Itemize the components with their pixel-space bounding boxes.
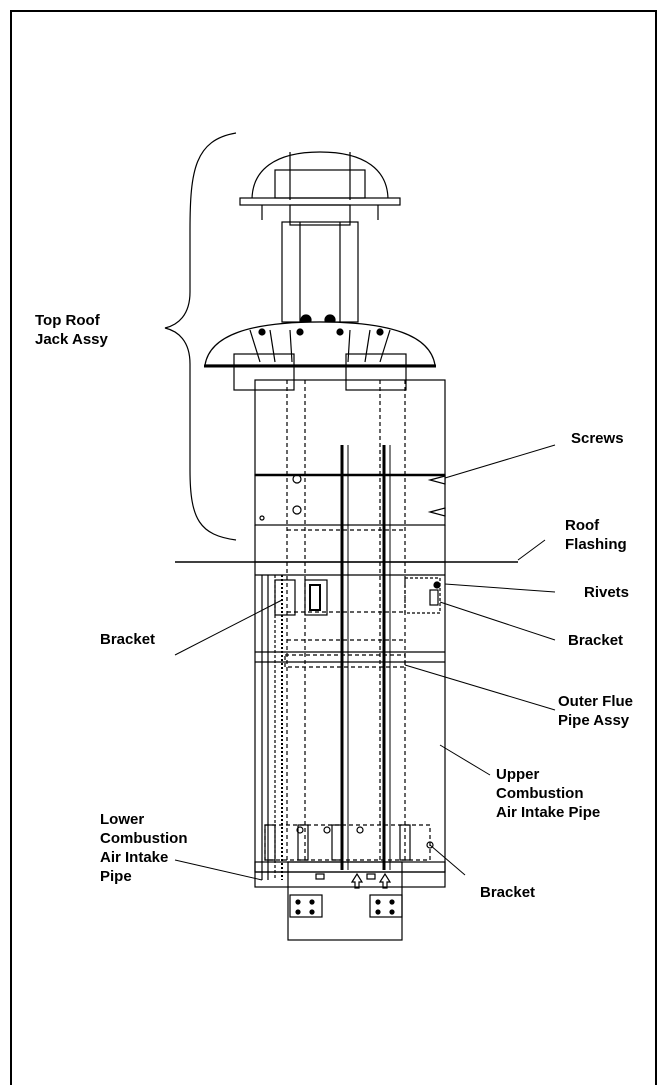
label-lower-combustion-air-intake-pipe: Lower Combustion Air Intake Pipe xyxy=(100,811,188,885)
screw-upper xyxy=(427,475,446,485)
label-top-roof-jack-assy: Top Roof Jack Assy xyxy=(35,312,108,348)
chimney-stack xyxy=(281,204,359,326)
lower-hood xyxy=(204,321,436,368)
bracket-left-part xyxy=(274,579,296,616)
screw-lower xyxy=(427,507,446,517)
label-bracket-right: Bracket xyxy=(568,632,624,649)
top-cap xyxy=(239,151,401,220)
label-bracket-bottom: Bracket xyxy=(480,884,536,901)
figure-frame xyxy=(10,10,657,1085)
label-upper-combustion-air-intake-pipe: Upper Combustion Air Intake Pipe xyxy=(496,766,601,821)
screw-band xyxy=(254,474,446,526)
upper-housing xyxy=(254,379,446,476)
label-roof-flashing: Roof Flashing xyxy=(565,517,627,553)
label-bracket-left: Bracket xyxy=(100,631,156,648)
bottom-collar xyxy=(254,861,446,888)
leader-lines xyxy=(174,444,556,881)
label-outer-flue-pipe-assy: Outer Flue Pipe Assy xyxy=(558,693,634,729)
label-rivets: Rivets xyxy=(584,584,630,601)
label-screws: Screws xyxy=(571,430,624,447)
assembly-brace xyxy=(164,132,237,541)
bracket-right-part xyxy=(404,577,441,614)
